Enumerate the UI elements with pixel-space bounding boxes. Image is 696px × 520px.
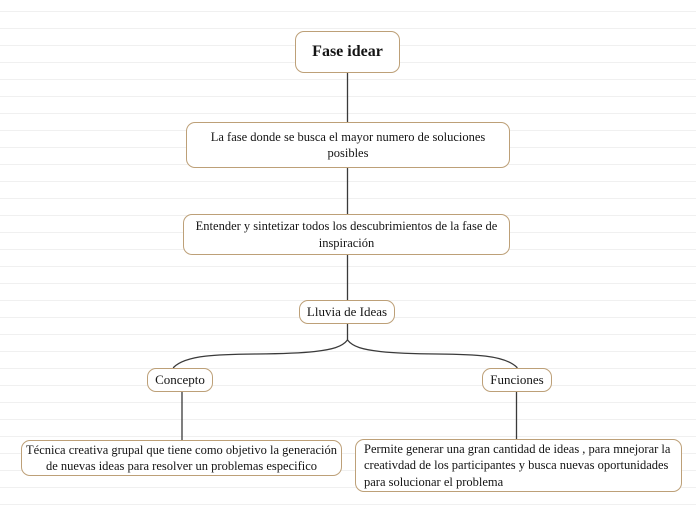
node-label: Permite generar una gran cantidad de ide… <box>364 442 671 489</box>
connector-level3-branch-left <box>172 339 349 369</box>
connector-level3-branch-right <box>346 339 518 369</box>
node-lluvia-de-ideas[interactable]: Lluvia de Ideas <box>299 300 395 324</box>
node-entender-sintetizar[interactable]: Entender y sintetizar todos los descubri… <box>183 214 510 255</box>
node-label: Entender y sintetizar todos los descubri… <box>195 219 498 250</box>
node-fase-descripcion[interactable]: La fase donde se busca el mayor numero d… <box>186 122 510 168</box>
node-label: Técnica creativa grupal que tiene como o… <box>26 442 337 473</box>
node-fase-idear[interactable]: Fase idear <box>295 31 400 73</box>
node-label: Concepto <box>155 371 205 387</box>
node-label: Funciones <box>490 371 544 387</box>
node-funciones-detalle[interactable]: Permite generar una gran cantidad de ide… <box>355 439 682 492</box>
node-concepto-detalle[interactable]: Técnica creativa grupal que tiene como o… <box>21 440 342 476</box>
node-label: Fase idear <box>312 42 383 60</box>
node-funciones[interactable]: Funciones <box>482 368 552 392</box>
node-label: La fase donde se busca el mayor numero d… <box>210 129 486 160</box>
node-concepto[interactable]: Concepto <box>147 368 213 392</box>
node-label: Lluvia de Ideas <box>306 303 388 319</box>
